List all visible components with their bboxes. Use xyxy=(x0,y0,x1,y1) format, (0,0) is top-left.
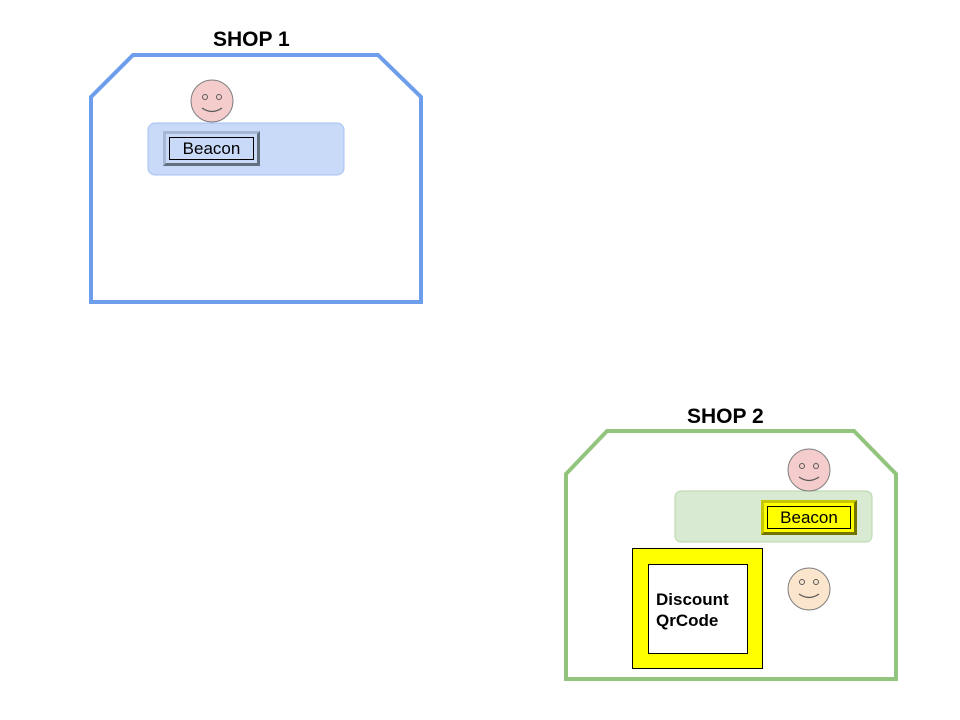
shop2-beacon: Beacon xyxy=(761,500,857,535)
shop1-title: SHOP 1 xyxy=(213,28,290,51)
shop1-beacon: Beacon xyxy=(163,131,260,166)
shop2-title: SHOP 2 xyxy=(687,405,764,428)
qr-line-2: QrCode xyxy=(656,611,719,630)
shop1-outline xyxy=(89,53,423,304)
shop1-person-1-icon xyxy=(190,79,234,123)
shop2-person-2-icon xyxy=(787,567,831,611)
shop1-beacon-label: Beacon xyxy=(182,138,241,158)
discount-qrcode-card xyxy=(632,548,763,669)
discount-qrcode-text: Discount QrCode xyxy=(656,589,729,631)
discount-qrcode-inner xyxy=(648,564,748,654)
shop2-beacon-label: Beacon xyxy=(780,507,838,527)
qr-line-1: Discount xyxy=(656,590,729,609)
shop2-person-1-icon xyxy=(787,448,831,492)
